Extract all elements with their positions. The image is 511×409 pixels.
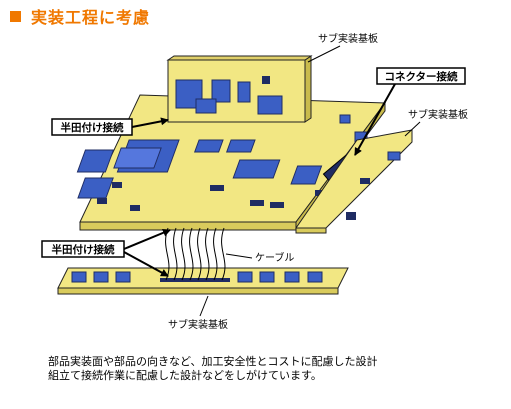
page-title: 実装工程に考慮 <box>10 5 150 27</box>
sub-board-bottom <box>57 267 349 295</box>
caption: 部品実装面や部品の向きなど、加工安全性とコストに配慮した設計 組立て接続作業に配… <box>48 355 377 383</box>
caption-line-1: 部品実装面や部品の向きなど、加工安全性とコストに配慮した設計 <box>48 355 378 368</box>
label-solder-upper: 半田付け接続 <box>51 117 169 136</box>
main-board <box>76 94 386 232</box>
label-sub-board-bottom: サブ実装基板 <box>168 295 228 331</box>
sub-board-top <box>166 55 313 123</box>
label-cable: ケーブル <box>225 251 294 264</box>
svg-text:半田付け接続: 半田付け接続 <box>52 243 115 256</box>
svg-text:ケーブル: ケーブル <box>255 251 294 264</box>
svg-text:半田付け接続: 半田付け接続 <box>61 121 124 134</box>
svg-text:サブ実装基板: サブ実装基板 <box>408 108 468 121</box>
label-sub-board-right: サブ実装基板 <box>404 108 468 137</box>
svg-text:サブ実装基板: サブ実装基板 <box>318 32 378 45</box>
caption-line-2: 組立て接続作業に配慮した設計などをしがけています。 <box>48 369 322 382</box>
sub-board-right <box>290 129 413 234</box>
svg-text:サブ実装基板: サブ実装基板 <box>168 318 228 331</box>
label-sub-board-top: サブ実装基板 <box>307 32 378 63</box>
title-text: 実装工程に考慮 <box>31 8 151 27</box>
main-board-chips <box>76 114 368 211</box>
label-connector: コネクター接続 <box>354 67 466 156</box>
title-bullet-icon <box>10 10 21 22</box>
svg-text:コネクター接続: コネクター接続 <box>384 70 458 83</box>
label-solder-lower: 半田付け接続 <box>41 228 171 277</box>
